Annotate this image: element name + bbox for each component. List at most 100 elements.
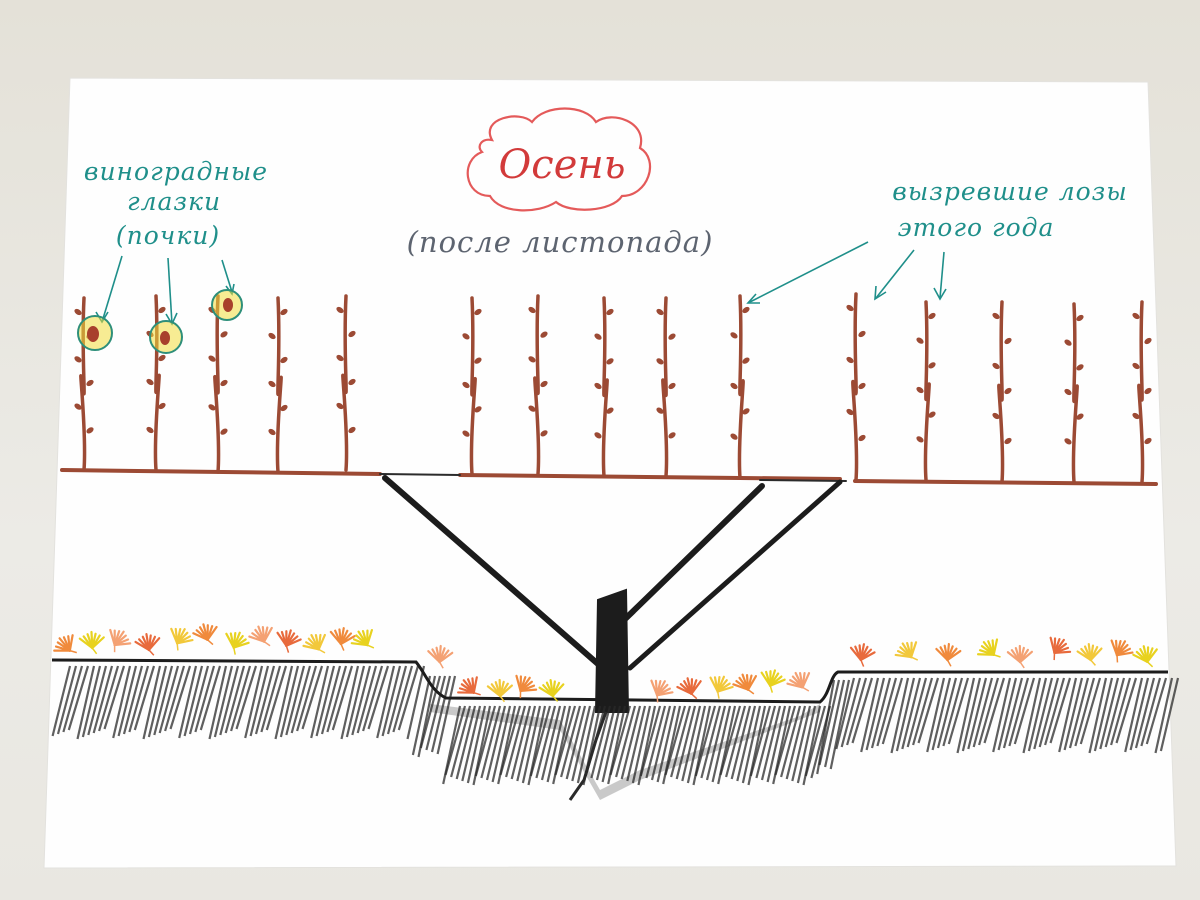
buds-label-line2: глазки xyxy=(127,187,221,216)
bud-icon xyxy=(74,356,82,363)
bud-icon xyxy=(1004,437,1012,445)
soil-stroke xyxy=(796,705,817,784)
trunk-arm-right-outer xyxy=(627,479,843,671)
soil-stroke xyxy=(639,705,662,777)
bud-icon xyxy=(1004,387,1012,395)
fallen-leaves xyxy=(53,623,1158,703)
soil-stroke xyxy=(656,705,677,783)
bud-icon xyxy=(158,402,166,410)
soil-stroke xyxy=(686,705,707,784)
soil-shadow xyxy=(430,704,820,800)
soil-stroke xyxy=(425,675,447,751)
soil-stroke xyxy=(1093,677,1114,752)
bud-icon xyxy=(1076,413,1084,420)
soil-stroke xyxy=(829,679,851,770)
soil-stroke xyxy=(942,677,964,747)
soil-stroke xyxy=(650,705,672,781)
soil-stroke xyxy=(1110,677,1132,746)
soil-stroke xyxy=(983,677,1006,744)
pointer-arrow-icon xyxy=(939,251,945,299)
soil-stroke xyxy=(516,705,537,782)
fallen-leaf-icon xyxy=(427,644,454,669)
buds-label-line1: виноградные xyxy=(84,157,268,186)
vine-shoot xyxy=(661,296,669,478)
soil-stroke xyxy=(590,705,612,779)
soil-stroke xyxy=(851,677,874,744)
soil-stroke xyxy=(444,705,467,776)
soil-stroke xyxy=(480,705,502,779)
vines-label-line2: этого года xyxy=(898,213,1055,242)
soil-stroke xyxy=(1088,677,1108,754)
soil-stroke xyxy=(62,665,84,733)
soil-stroke xyxy=(67,665,90,731)
vine-shoot xyxy=(737,294,745,480)
soil-stroke xyxy=(1013,677,1036,745)
root-line xyxy=(568,711,608,801)
soil-stroke xyxy=(51,665,72,737)
bud-icon xyxy=(158,306,166,314)
cordon-arm-right xyxy=(853,479,1158,486)
fallen-leaf-icon xyxy=(53,634,77,654)
soil-stroke xyxy=(645,705,667,779)
soil-stroke xyxy=(235,665,258,730)
soil-stroke xyxy=(818,679,841,766)
cordon-arm-middle xyxy=(458,473,842,481)
bud-icon xyxy=(220,331,228,338)
soil-stroke xyxy=(631,705,652,784)
vines-arrows xyxy=(746,241,947,304)
soil-stroke xyxy=(846,677,868,746)
soil-stroke xyxy=(670,705,692,778)
soil-stroke xyxy=(711,705,732,783)
soil-stroke xyxy=(56,665,78,735)
bud-icon xyxy=(1132,412,1140,420)
soil-stroke xyxy=(351,665,372,736)
bud-icon xyxy=(594,382,602,390)
bud-icon xyxy=(1064,339,1072,346)
soil-stroke xyxy=(529,705,552,777)
bud-icon xyxy=(594,432,602,439)
soil-stroke xyxy=(1063,677,1084,751)
pointer-arrow-icon xyxy=(874,285,887,301)
bud-icon xyxy=(742,357,750,364)
pointer-arrow-icon xyxy=(933,287,947,301)
soil-stroke xyxy=(804,705,827,777)
bud-icon xyxy=(208,404,216,411)
soil-stroke xyxy=(967,677,988,750)
bud-icon xyxy=(348,378,356,386)
soil-stroke xyxy=(1099,677,1120,750)
soil-stroke xyxy=(142,665,162,740)
soil-stroke xyxy=(535,705,557,779)
soil-stroke xyxy=(98,665,120,732)
fallen-leaf-icon xyxy=(1006,644,1034,669)
trunk-arm-right-inner xyxy=(619,483,765,625)
soil-stroke xyxy=(992,677,1012,753)
soil-stroke xyxy=(219,665,240,736)
soil-stroke xyxy=(824,679,846,768)
bud-icon xyxy=(268,428,276,436)
vine-shoot xyxy=(1071,302,1079,484)
bud-icon xyxy=(858,382,866,390)
soil-stroke xyxy=(315,665,336,737)
bud-icon xyxy=(730,382,738,390)
fallen-leaf-icon xyxy=(276,629,302,653)
soil-stroke xyxy=(560,705,582,778)
soil-stroke xyxy=(906,677,928,748)
pointer-arrow-icon xyxy=(101,255,123,323)
soil-stroke xyxy=(436,675,457,755)
vine-shoot xyxy=(79,296,87,472)
soil-stroke xyxy=(1129,677,1150,751)
vine-shoot xyxy=(341,294,349,472)
soil-stroke xyxy=(194,665,216,733)
soil-stroke xyxy=(749,705,772,777)
bud-icon xyxy=(528,356,536,363)
soil-stroke xyxy=(87,665,108,736)
bud-icon xyxy=(992,362,1000,370)
cordon-arms xyxy=(60,468,1158,486)
soil-stroke xyxy=(609,705,632,776)
bud-icon xyxy=(668,333,676,340)
soil-stroke xyxy=(774,705,797,776)
bud-icon xyxy=(146,426,154,434)
bud-icon xyxy=(462,381,470,389)
fallen-leaf-icon xyxy=(1076,642,1103,666)
soil-stroke xyxy=(362,665,384,732)
